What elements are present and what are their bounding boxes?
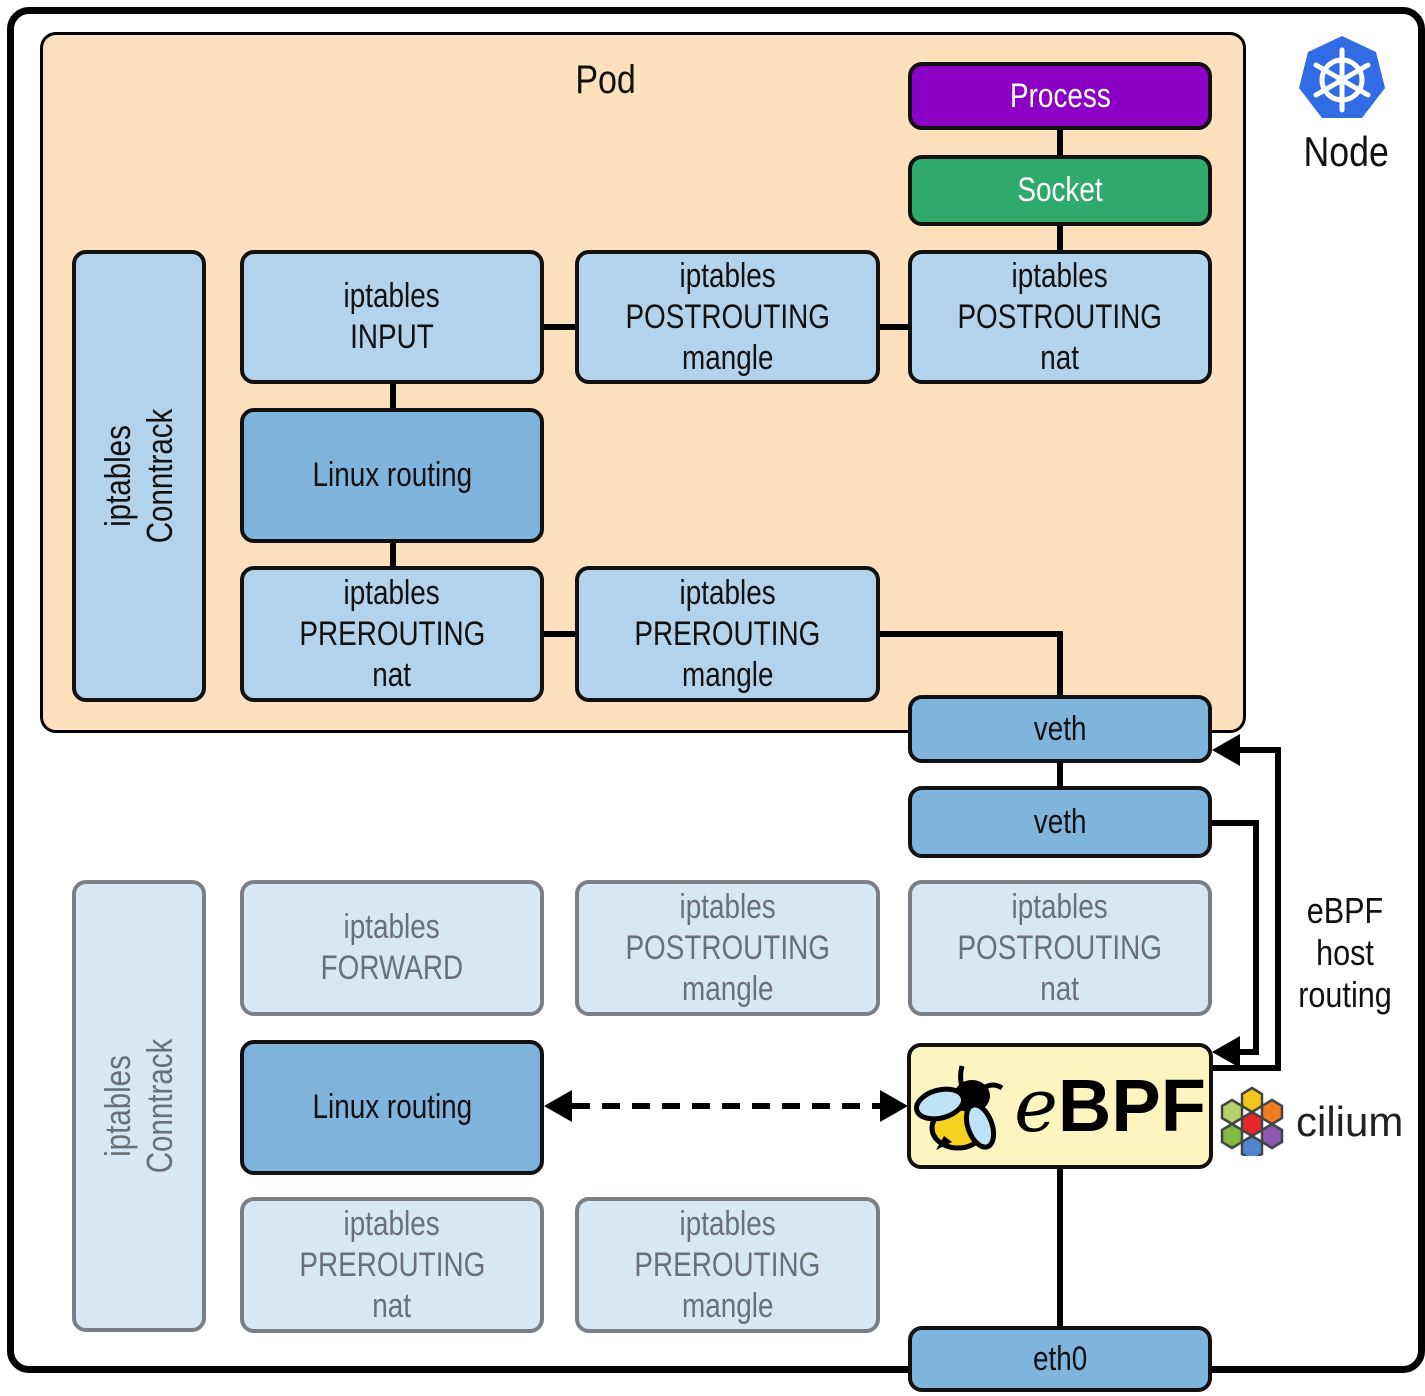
conntrack-line-2: Conntrack [139, 1038, 181, 1174]
host-veth-box[interactable]: veth [908, 786, 1212, 858]
pod-linux-routing-box[interactable]: Linux routing [240, 408, 544, 543]
process-label: Process [1009, 76, 1111, 115]
eth0-box[interactable]: eth0 [908, 1326, 1212, 1392]
line-1: iptables [679, 1204, 776, 1243]
eth0-label: eth0 [1032, 1339, 1088, 1378]
cilium-logo-icon [1218, 1086, 1286, 1162]
line-1: iptables [679, 256, 776, 295]
linux-routing-label: Linux routing [312, 456, 472, 494]
conntrack-line-2: Conntrack [139, 408, 181, 544]
pod-conntrack-box[interactable]: iptables Conntrack [72, 250, 206, 702]
veth-label: veth [1033, 709, 1087, 748]
line-3: nat [372, 1286, 412, 1325]
line-3: routing [1298, 974, 1392, 1015]
line-1: iptables [1011, 887, 1109, 926]
conntrack-line-1: iptables [97, 1055, 139, 1157]
line-3: mangle [681, 338, 774, 377]
line-1: iptables [343, 908, 441, 946]
line-2: host [1316, 932, 1374, 973]
host-conntrack-box[interactable]: iptables Conntrack [72, 880, 206, 1332]
pod-postrouting-mangle-box[interactable]: iptables POSTROUTING mangle [575, 250, 880, 384]
socket-label: Socket [1017, 171, 1103, 209]
pod-veth-box[interactable]: veth [908, 695, 1212, 763]
line-2: FORWARD [320, 949, 464, 987]
line-2: PREROUTING [634, 614, 821, 653]
arrowhead-dashed-right [880, 1090, 908, 1122]
input-line-1: iptables [343, 277, 441, 315]
line-3: mangle [681, 1286, 774, 1325]
ebpf-e: e [1014, 1063, 1058, 1149]
host-postrouting-mangle-box[interactable]: iptables POSTROUTING mangle [575, 880, 880, 1016]
pod-input-box[interactable]: iptables INPUT [240, 250, 544, 384]
line-3: nat [1040, 969, 1080, 1008]
host-prerouting-nat-box[interactable]: iptables PREROUTING nat [240, 1197, 544, 1333]
line-2: POSTROUTING [957, 928, 1163, 967]
ebpf-host-routing-label: eBPF host routing [1286, 890, 1404, 1016]
cilium-label: cilium [1296, 1098, 1404, 1145]
socket-box[interactable]: Socket [908, 155, 1212, 226]
ebpf-bpf: BPF [1057, 1064, 1206, 1147]
line-1: iptables [679, 887, 776, 926]
arrowhead-dashed-left [544, 1090, 572, 1122]
host-linux-routing-box[interactable]: Linux routing [240, 1040, 544, 1175]
ebpf-box[interactable]: eBPF [907, 1043, 1213, 1169]
line-3: mangle [681, 969, 774, 1008]
line-1: iptables [343, 573, 441, 612]
line-1: eBPF [1306, 890, 1384, 931]
line-2: POSTROUTING [957, 297, 1163, 336]
line-3: nat [1040, 338, 1080, 377]
process-box[interactable]: Process [908, 62, 1212, 130]
veth-label: veth [1033, 802, 1087, 841]
line-1: iptables [343, 1204, 441, 1243]
linux-routing-label: Linux routing [312, 1088, 472, 1126]
host-forward-box[interactable]: iptables FORWARD [240, 880, 544, 1016]
link-vethhost-ebpf [1210, 820, 1259, 1055]
line-2: PREROUTING [634, 1245, 821, 1284]
line-2: PREROUTING [299, 614, 485, 653]
kubernetes-helm-icon [1296, 34, 1388, 126]
arrowhead-ebpf [1212, 1036, 1240, 1068]
pod-title: Pod [575, 58, 636, 102]
host-prerouting-mangle-box[interactable]: iptables PREROUTING mangle [575, 1197, 880, 1333]
bee-icon [914, 1056, 1014, 1156]
conntrack-line-1: iptables [97, 425, 139, 527]
node-label: Node [1303, 128, 1389, 175]
host-postrouting-nat-box[interactable]: iptables POSTROUTING nat [908, 880, 1212, 1016]
ebpf-logo-text: eBPF [1014, 1063, 1206, 1149]
pod-prerouting-nat-box[interactable]: iptables PREROUTING nat [240, 566, 544, 702]
pod-prerouting-mangle-box[interactable]: iptables PREROUTING mangle [575, 566, 880, 702]
line-1: iptables [1011, 256, 1109, 295]
input-line-2: INPUT [350, 318, 434, 356]
line-3: nat [372, 655, 412, 694]
line-2: POSTROUTING [625, 928, 830, 967]
line-3: mangle [681, 655, 774, 694]
line-2: PREROUTING [299, 1245, 485, 1284]
pod-postrouting-nat-box[interactable]: iptables POSTROUTING nat [908, 250, 1212, 384]
line-2: POSTROUTING [625, 297, 830, 336]
link-premangle-veth [878, 631, 1063, 697]
line-1: iptables [679, 573, 776, 612]
arrowhead-veth-pod [1212, 734, 1240, 766]
link-ebpf-vethpod [1210, 747, 1281, 1071]
